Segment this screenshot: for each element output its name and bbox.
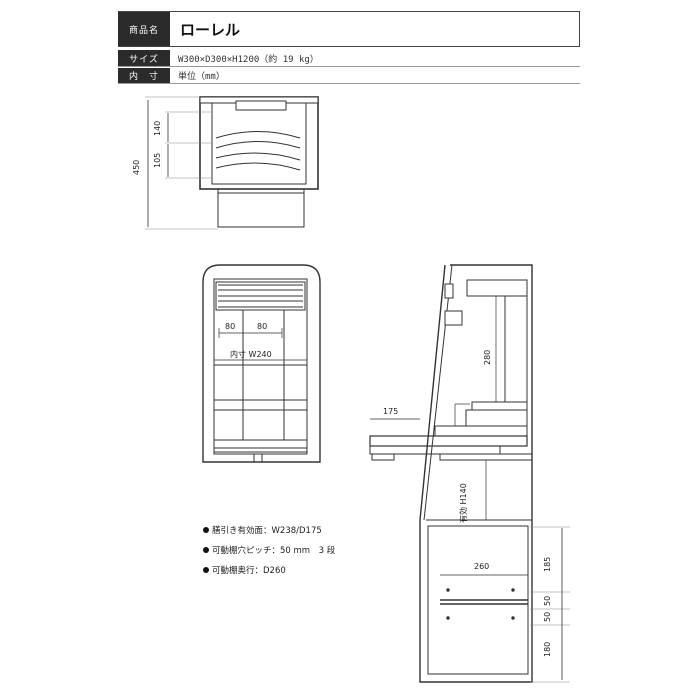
top-dim-450: 450 <box>132 160 141 175</box>
product-name-label: 商品名 <box>118 12 170 46</box>
side-dim-280: 280 <box>483 350 492 365</box>
top-dim-105: 105 <box>153 153 162 168</box>
bullet-icon <box>203 567 209 573</box>
size-value: W300×D300×H1200（約 19 kg） <box>178 54 319 65</box>
side-dim-50-upper: 50 <box>543 596 552 606</box>
inner-size-row: 内 寸 単位（mm） <box>118 68 580 84</box>
side-dim-260: 260 <box>474 562 489 571</box>
product-name-row: 商品名 ローレル <box>118 11 580 47</box>
size-label: サイズ <box>118 50 170 66</box>
note-pull-shelf: 膳引き有効面：W238/D175 <box>203 520 335 540</box>
top-view-drawing <box>145 96 319 230</box>
front-dim-80-left: 80 <box>225 322 235 331</box>
side-inner-height: 有効 H140 <box>458 483 468 523</box>
inner-size-label: 内 寸 <box>118 68 170 83</box>
bullet-icon <box>203 547 209 553</box>
top-dim-140: 140 <box>153 121 162 136</box>
side-dim-185: 185 <box>543 557 552 572</box>
bullet-icon <box>203 527 209 533</box>
side-view-drawing <box>369 264 570 683</box>
size-row: サイズ W300×D300×H1200（約 19 kg） <box>118 50 580 67</box>
side-dim-175: 175 <box>383 407 398 416</box>
unit-note: 単位（mm） <box>178 72 225 82</box>
note-shelf-depth: 可動棚奥行：D260 <box>203 560 335 580</box>
front-view-drawing <box>202 264 321 463</box>
spec-notes: 膳引き有効面：W238/D175 可動棚穴ピッチ：50 mm 3 段 可動棚奥行… <box>203 520 335 580</box>
side-dim-50-lower: 50 <box>543 612 552 622</box>
front-dim-80-right: 80 <box>257 322 267 331</box>
product-name: ローレル <box>180 20 241 39</box>
side-dim-180: 180 <box>543 642 552 657</box>
spec-table: 商品名 ローレル サイズ W300×D300×H1200（約 19 kg） 内 … <box>118 11 580 84</box>
front-inner-width: 内寸 W240 <box>230 349 272 359</box>
note-shelf-pitch: 可動棚穴ピッチ：50 mm 3 段 <box>203 540 335 560</box>
